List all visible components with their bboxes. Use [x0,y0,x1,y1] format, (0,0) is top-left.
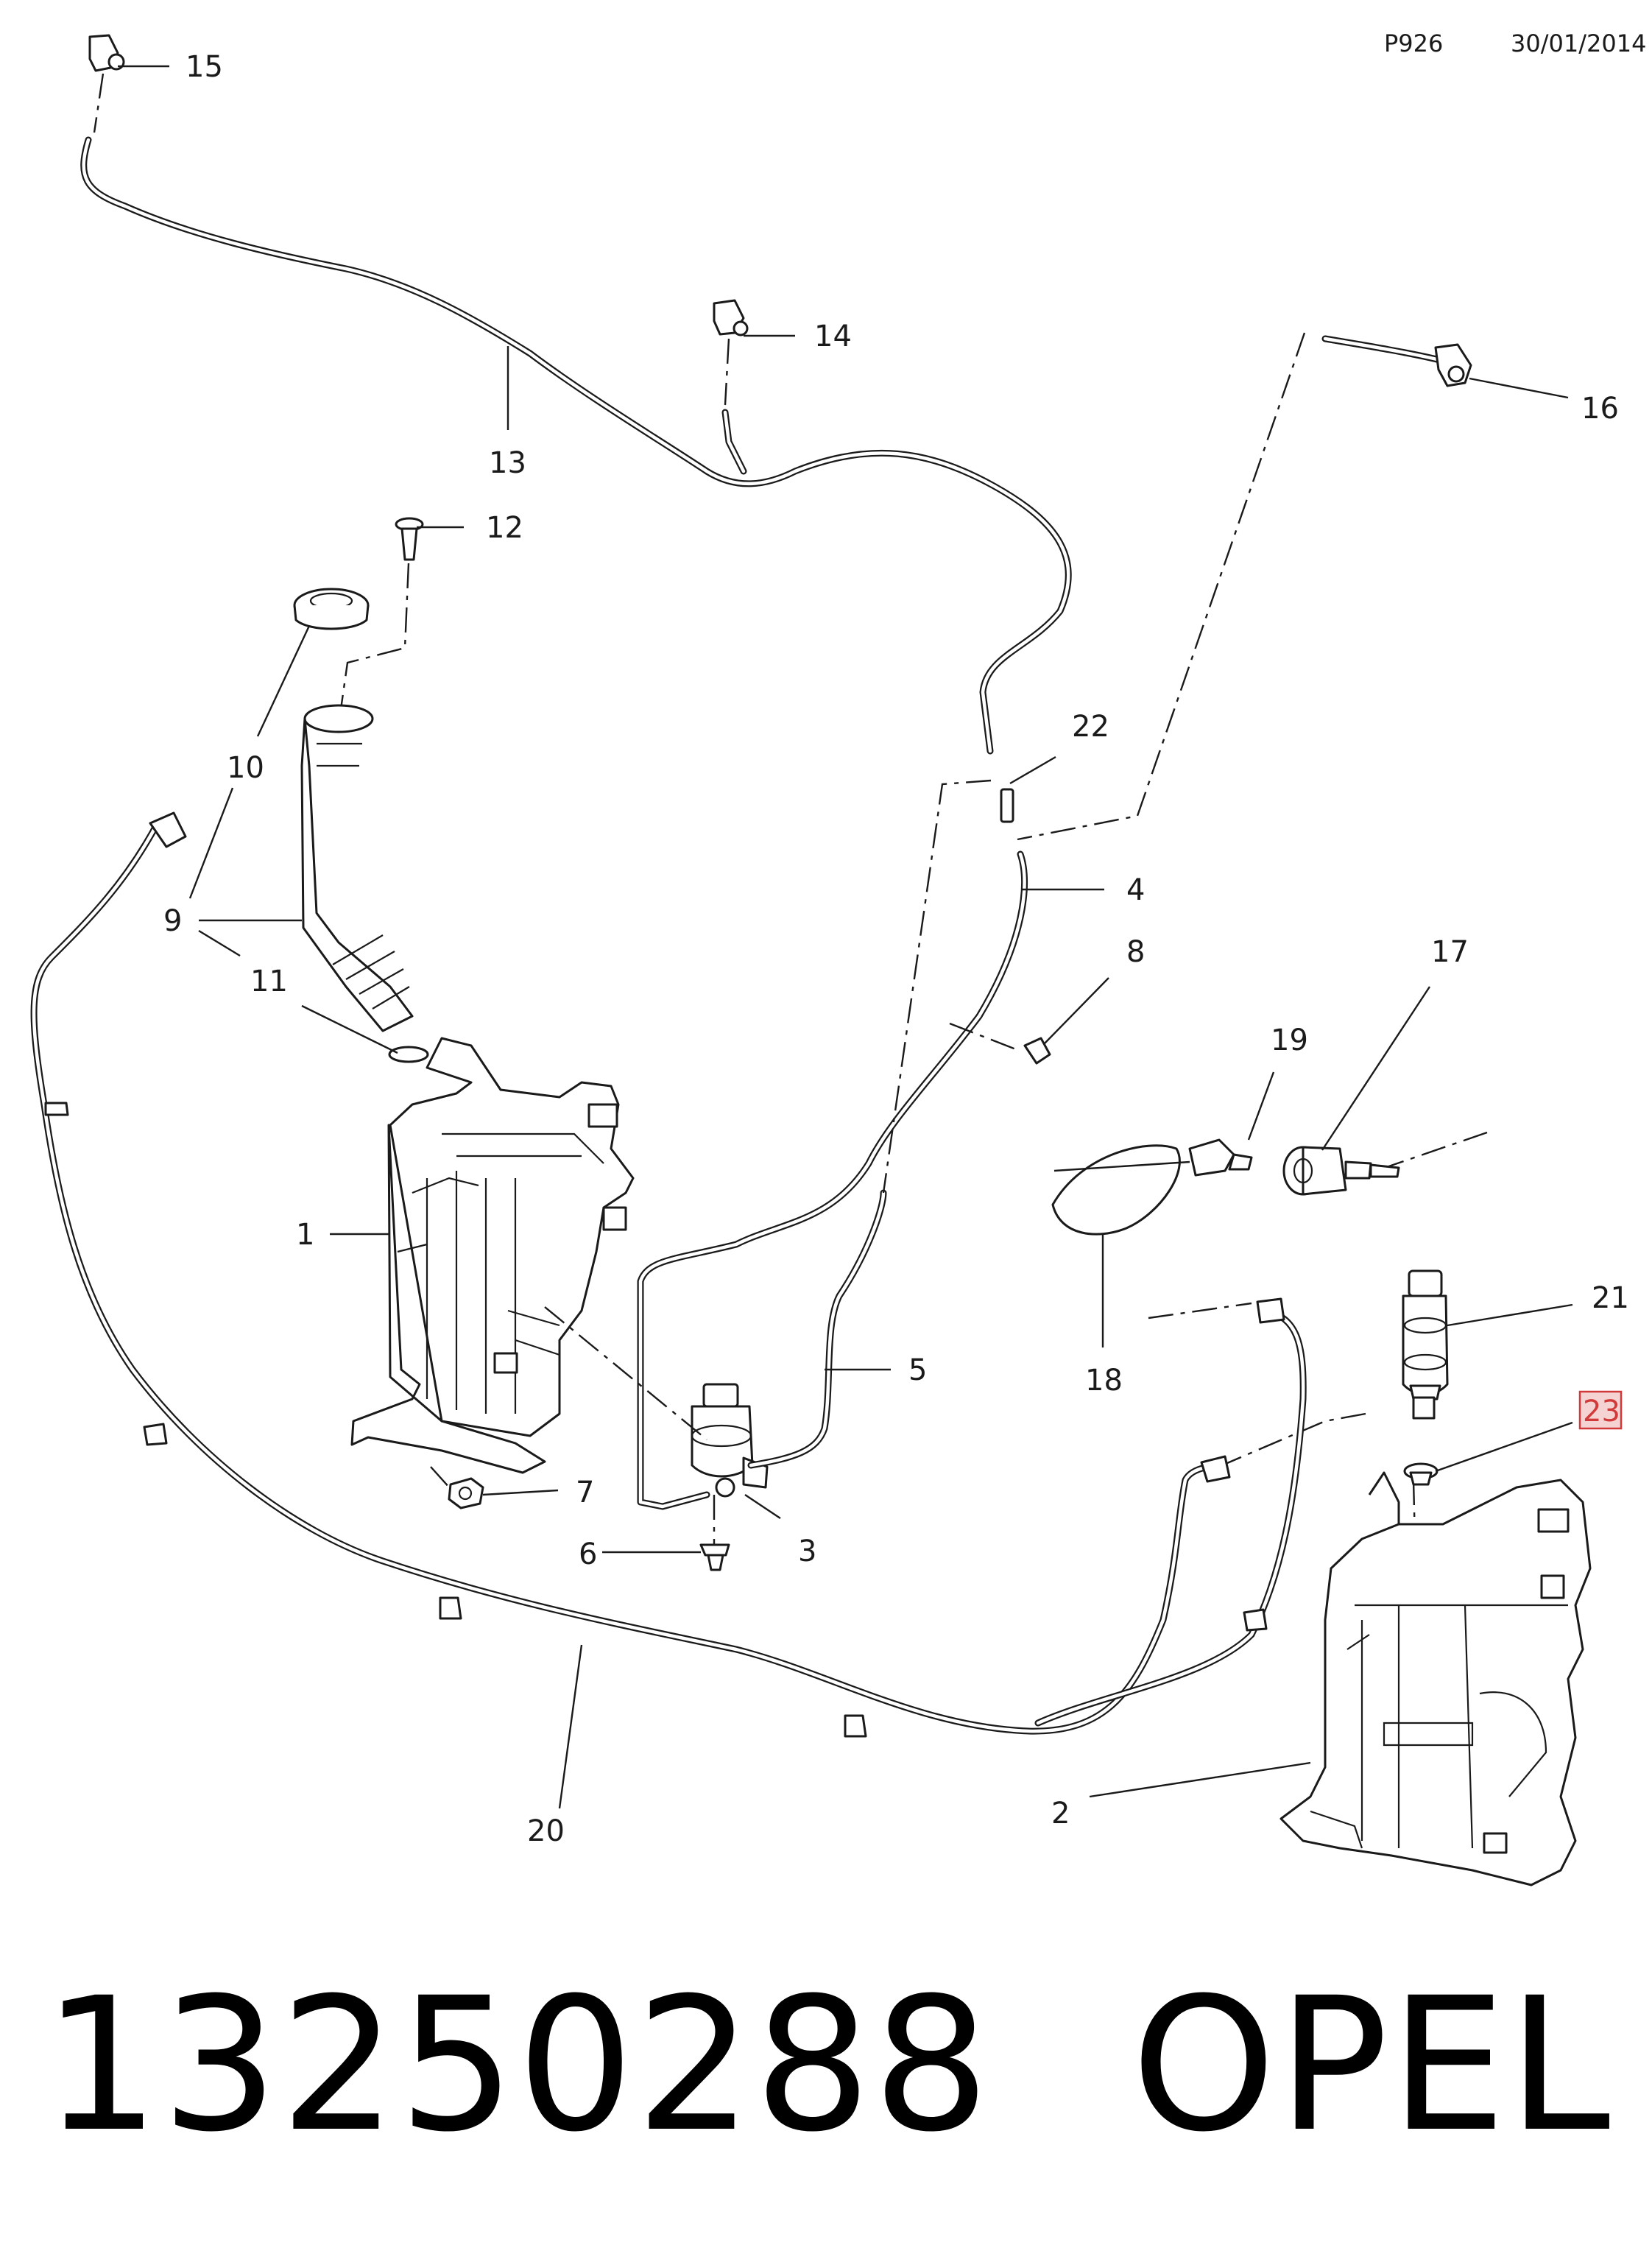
part-number: 13250288 [43,1958,992,2172]
clip-8 [1023,1037,1051,1065]
callout-7: 7 [576,1476,594,1509]
callout-1: 1 [296,1218,314,1252]
callout-11: 11 [250,965,288,998]
callout-5: 5 [908,1353,927,1387]
diagram-date: 30/01/2014 [1511,29,1646,57]
callout-21: 21 [1592,1281,1629,1315]
hose-20 [30,811,1307,1738]
callout-4: 4 [1126,873,1145,907]
nozzle-16 [1321,335,1472,387]
filler-neck-9 [300,704,414,1032]
callout-15: 15 [186,50,223,84]
reservoir-2 [1279,1471,1592,1886]
callout-18: 18 [1085,1364,1123,1398]
nozzle-15 [88,34,125,133]
callout-19: 19 [1271,1023,1308,1057]
callout-3: 3 [798,1535,816,1568]
callout-23-highlight [1578,1390,1623,1430]
grommet-23 [1403,1396,1439,1486]
leader-lines [118,65,1573,1809]
connector-19 [1188,1138,1253,1177]
nozzle-14 [713,299,749,406]
clip-12 [339,517,424,715]
grommet-6 [699,1543,730,1571]
callout-17: 17 [1431,935,1469,969]
callout-6: 6 [579,1537,597,1571]
callout-20: 20 [527,1814,565,1848]
callout-8: 8 [1126,935,1145,969]
callout-9: 9 [163,904,182,938]
callout-10: 10 [227,751,264,785]
nut-7 [448,1477,484,1509]
callout-13: 13 [489,446,526,480]
callout-23: 23 [1583,1395,1620,1428]
callout-12: 12 [486,511,523,545]
hose-4 [637,850,1028,1510]
o-ring-11 [388,1046,429,1063]
filler-cap-10 [293,588,370,630]
callout-2: 2 [1051,1797,1070,1831]
pump-3 [691,1383,769,1498]
brand-name: OPEL [1131,1958,1612,2172]
pump-21 [1402,1269,1449,1400]
callout-14: 14 [814,320,852,353]
callouts: 15 14 16 13 12 10 9 11 22 4 8 17 19 1 21… [163,50,1629,1848]
cover-18 [1051,1144,1181,1236]
connector-22 [1000,788,1014,823]
reservoir-1 [350,1037,635,1474]
callout-16: 16 [1581,392,1619,426]
pump-17 [1282,1146,1400,1196]
hose-13 [80,136,1072,755]
diagram-code: P926 [1384,29,1443,57]
callout-22: 22 [1072,710,1109,744]
hose-5 [747,1189,887,1469]
